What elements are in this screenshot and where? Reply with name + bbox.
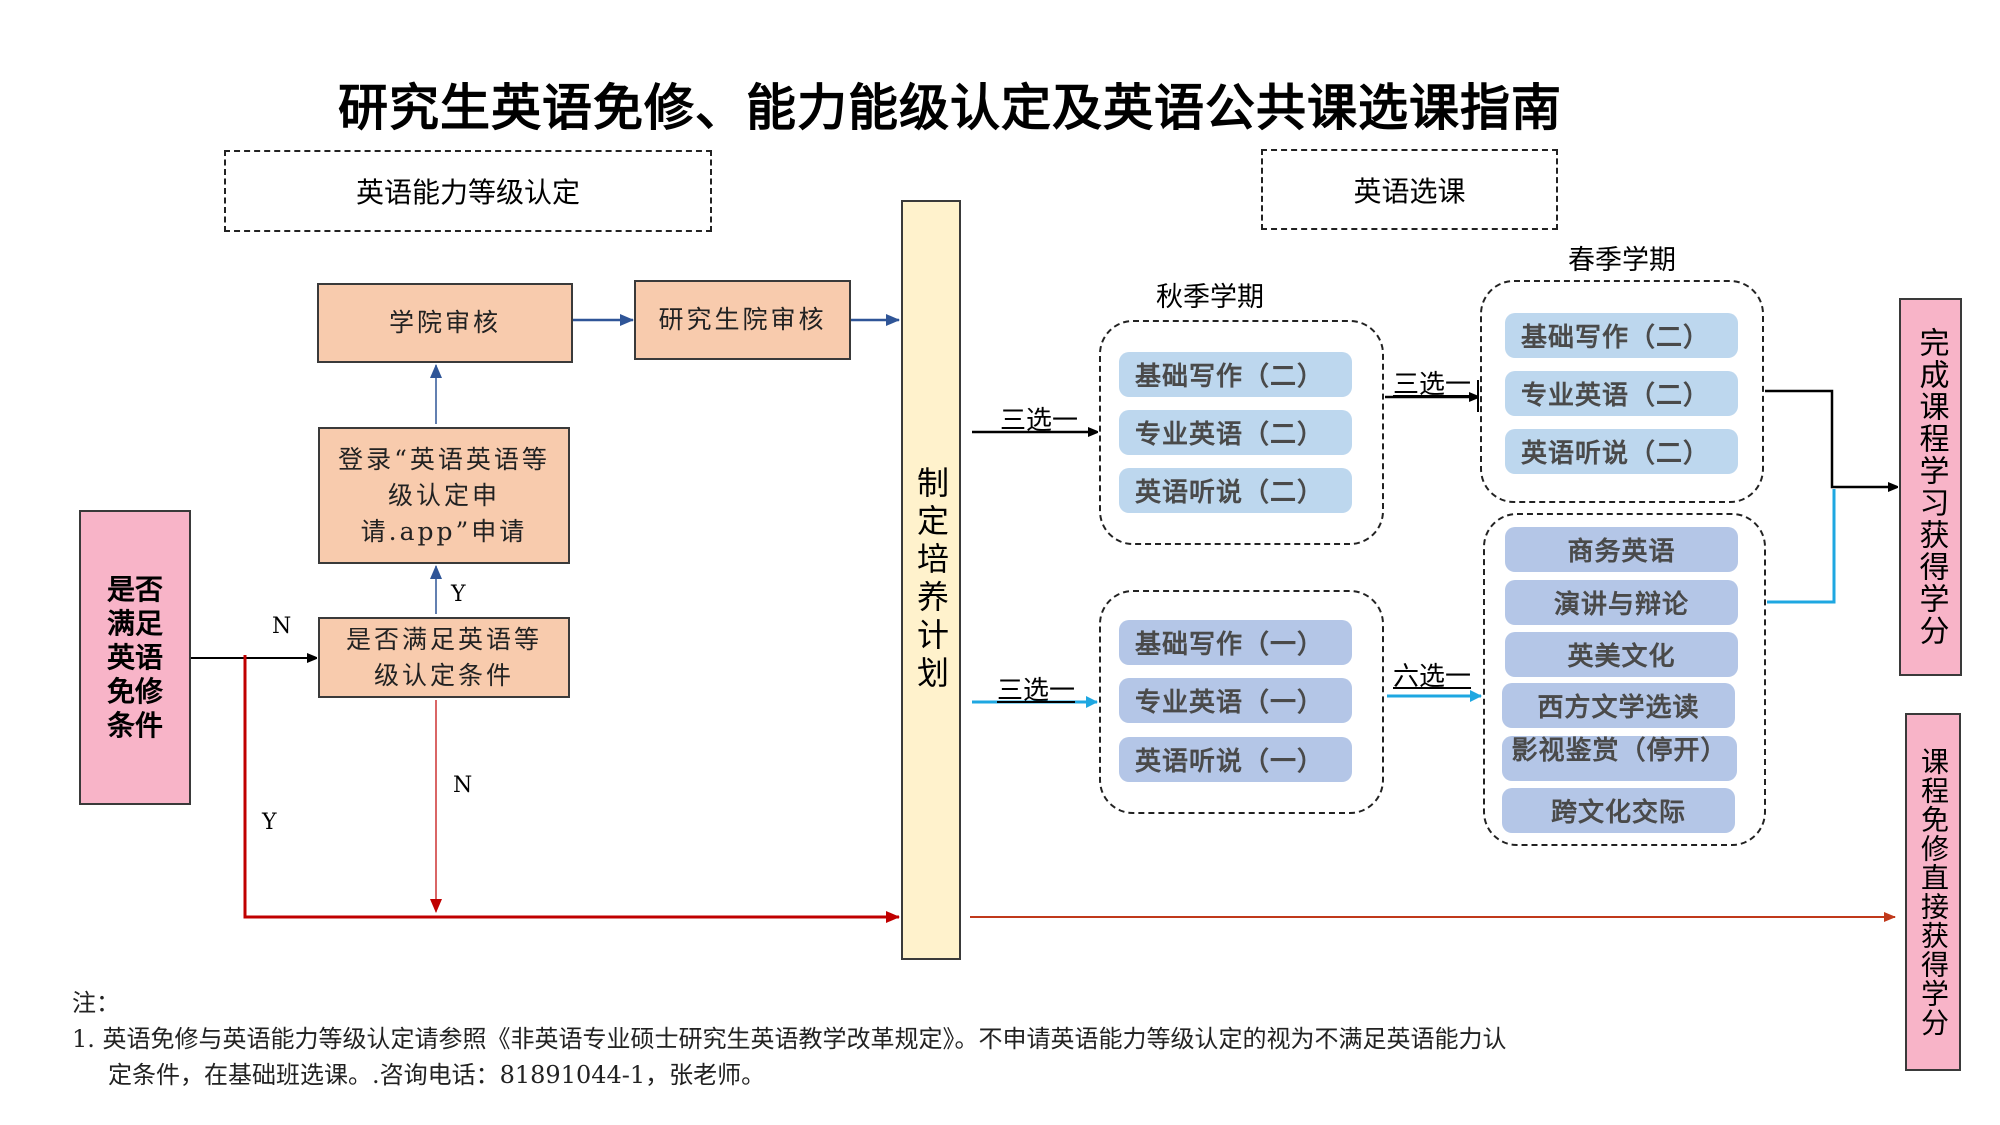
exempt-credit-box: 课程免修直接获得学分 [1905, 713, 1961, 1071]
course-item[interactable]: 基础写作（一） [1119, 620, 1352, 665]
section-level-cert: 英语能力等级认定 [224, 150, 712, 232]
elective-choice-label: 六选一 [1393, 662, 1472, 692]
level-condition-box: 是否满足英语等级认定条件 [318, 617, 570, 698]
section-course-select-label: 英语选课 [1353, 174, 1466, 208]
arrow-electives-to-credit [1767, 489, 1836, 604]
elective-item[interactable]: 英美文化 [1505, 632, 1738, 677]
course-item[interactable]: 英语听说（一） [1119, 737, 1352, 782]
complete-credit-label: 完成课程学习获得学分 [1913, 327, 1949, 647]
login-apply-label: 登录“英语英语等级认定申请.app”申请 [338, 444, 550, 546]
exempt-credit-label: 课程免修直接获得学分 [1917, 747, 1950, 1037]
elective-item[interactable]: 影视鉴赏（停开） [1502, 736, 1737, 781]
notes-line-1: 1. 英语免修与英语能力等级认定请参照《非英语专业硕士研究生英语教学改革规定》。… [72, 1025, 1507, 1053]
exemption-question-box: 是否满足英语免修条件 [79, 510, 191, 805]
notes-line-2: 定条件，在基础班选课。.咨询电话：81891044-1，张老师。 [108, 1061, 766, 1089]
label-cond-no: N [453, 773, 473, 798]
exemption-question-label: 是否满足英语免修条件 [106, 572, 163, 742]
notes-heading: 注： [72, 989, 120, 1017]
course-item[interactable]: 专业英语（二） [1505, 371, 1738, 416]
training-plan-label: 制定培养计划 [912, 466, 950, 694]
elective-item[interactable]: 商务英语 [1505, 527, 1738, 572]
autumn-advanced-group [1099, 320, 1384, 545]
autumn-basic-group [1099, 590, 1384, 814]
autumn-basic-choice-label: 三选一 [997, 676, 1076, 706]
elective-item[interactable]: 跨文化交际 [1502, 788, 1735, 833]
training-plan-bar: 制定培养计划 [901, 200, 961, 960]
grad-school-review-box: 研究生院审核 [634, 280, 851, 360]
college-review-label: 学院审核 [388, 308, 501, 337]
label-exempt-no: N [272, 614, 292, 639]
course-item[interactable]: 英语听说（二） [1119, 468, 1352, 513]
course-item[interactable]: 专业英语（一） [1119, 678, 1352, 723]
login-apply-box: 登录“英语英语等级认定申请.app”申请 [318, 427, 570, 564]
elective-group [1483, 513, 1766, 846]
section-level-cert-label: 英语能力等级认定 [355, 176, 580, 209]
grad-school-review-label: 研究生院审核 [658, 305, 827, 334]
section-course-select: 英语选课 [1261, 149, 1558, 230]
notes: 注： 1. 英语免修与英语能力等级认定请参照《非英语专业硕士研究生英语教学改革规… [72, 985, 1507, 1093]
course-item[interactable]: 基础写作（二） [1119, 352, 1352, 397]
college-review-box: 学院审核 [317, 283, 573, 363]
arrow-exempt-yes [243, 655, 900, 923]
label-cond-yes: Y [451, 582, 466, 607]
spring-advanced-choice-label: 三选一 [1393, 370, 1472, 400]
arrow-spring-to-credit [1765, 389, 1897, 487]
complete-credit-box: 完成课程学习获得学分 [1899, 298, 1962, 676]
elective-item[interactable]: 演讲与辩论 [1505, 580, 1738, 625]
spring-term-label: 春季学期 [1568, 245, 1676, 276]
autumn-term-label: 秋季学期 [1156, 282, 1264, 313]
label-exempt-yes: Y [262, 810, 277, 835]
course-item[interactable]: 专业英语（二） [1119, 410, 1352, 455]
level-condition-label: 是否满足英语等级认定条件 [345, 624, 542, 690]
autumn-advanced-choice-label: 三选一 [1000, 406, 1079, 436]
elective-item[interactable]: 西方文学选读 [1502, 683, 1735, 728]
course-item[interactable]: 英语听说（二） [1505, 429, 1738, 474]
page-title: 研究生英语免修、能力能级认定及英语公共课选课指南 [338, 79, 1562, 137]
spring-advanced-group [1480, 280, 1764, 503]
course-item[interactable]: 基础写作（二） [1505, 313, 1738, 358]
